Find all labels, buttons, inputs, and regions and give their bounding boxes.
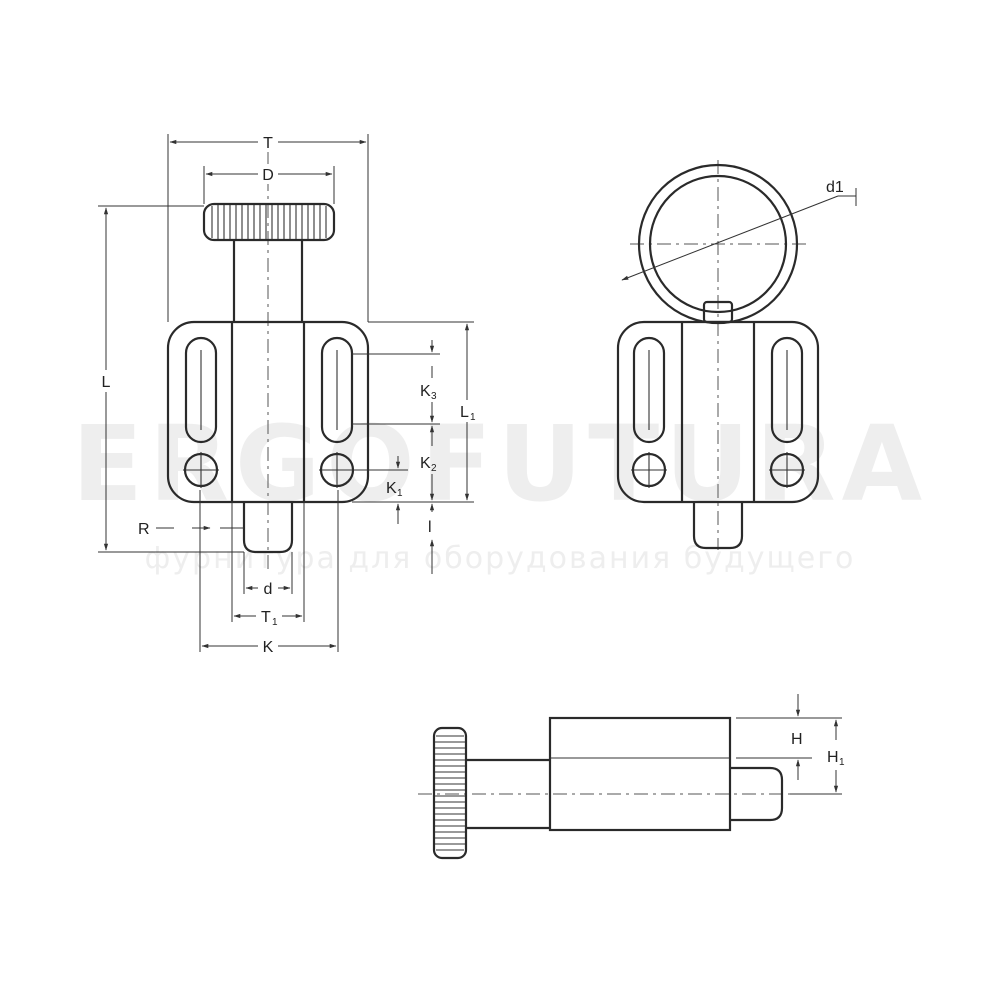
- dim-label-d1: d1: [826, 179, 844, 196]
- dim-label-d: d: [264, 581, 273, 598]
- ring-view-slot-right: [770, 336, 804, 444]
- ring-view-hole-left: [631, 452, 667, 488]
- side-plunger-pin: [730, 766, 784, 822]
- mounting-hole-left: [183, 452, 219, 488]
- dim-label-K: K: [263, 639, 274, 656]
- dimension-D: D: [203, 164, 335, 204]
- watermark-brand: ERGOFUTURA: [72, 403, 928, 525]
- dimension-K: K: [201, 639, 337, 656]
- dimension-d1: d1: [621, 179, 857, 281]
- plunger-pin: [242, 502, 294, 554]
- dimension-H: H: [736, 694, 812, 780]
- dimension-T: T: [167, 132, 369, 322]
- dim-label-L1: L: [460, 404, 469, 421]
- side-view: H H 1: [418, 694, 845, 860]
- dim-label-T: T: [263, 135, 273, 152]
- ring-view-hole-right: [769, 452, 805, 488]
- dimension-L: L: [96, 205, 244, 553]
- dim-label-H: H: [791, 731, 803, 748]
- dim-label-K1-sub: 1: [397, 488, 403, 499]
- dim-label-T1-sub: 1: [272, 617, 278, 628]
- dim-label-K3-sub: 3: [431, 391, 437, 402]
- ring-view-slot-left: [632, 336, 666, 444]
- mounting-slot-left: [184, 336, 218, 444]
- ring-view-housing: [616, 320, 820, 504]
- dim-label-L1-sub: 1: [470, 412, 476, 423]
- dim-label-K2: K: [420, 455, 431, 472]
- dim-label-K1: K: [386, 480, 397, 497]
- dimension-d: d: [245, 581, 291, 598]
- dim-label-L: L: [102, 374, 111, 391]
- dimension-T1: T 1: [233, 609, 303, 628]
- dimension-K1: K 1: [354, 456, 408, 524]
- ring-view-plunger-pin: [692, 502, 744, 550]
- dim-label-H1: H: [827, 749, 839, 766]
- dim-label-l: l: [428, 519, 432, 536]
- front-view: T D L L 1: [96, 132, 482, 656]
- dimension-H1: H 1: [790, 717, 845, 795]
- dim-label-D: D: [262, 167, 274, 184]
- dimension-chain-K: K 3 K 2 l: [352, 340, 440, 574]
- mounting-hole-right: [319, 452, 355, 488]
- dim-label-T1: T: [261, 609, 271, 626]
- housing: [166, 320, 370, 504]
- side-knurled-knob: [432, 726, 468, 860]
- ring-view: d1: [616, 160, 857, 550]
- dim-label-K2-sub: 2: [431, 463, 437, 474]
- dim-label-K3: K: [420, 383, 431, 400]
- mounting-slot-right: [320, 336, 354, 444]
- side-shaft: [466, 758, 550, 830]
- dim-label-R: R: [138, 521, 150, 538]
- dim-label-H1-sub: 1: [839, 757, 845, 768]
- watermark-tagline: фурнитура для оборудования будущего: [145, 541, 856, 576]
- knurled-knob: [202, 202, 336, 242]
- side-body: [548, 716, 732, 832]
